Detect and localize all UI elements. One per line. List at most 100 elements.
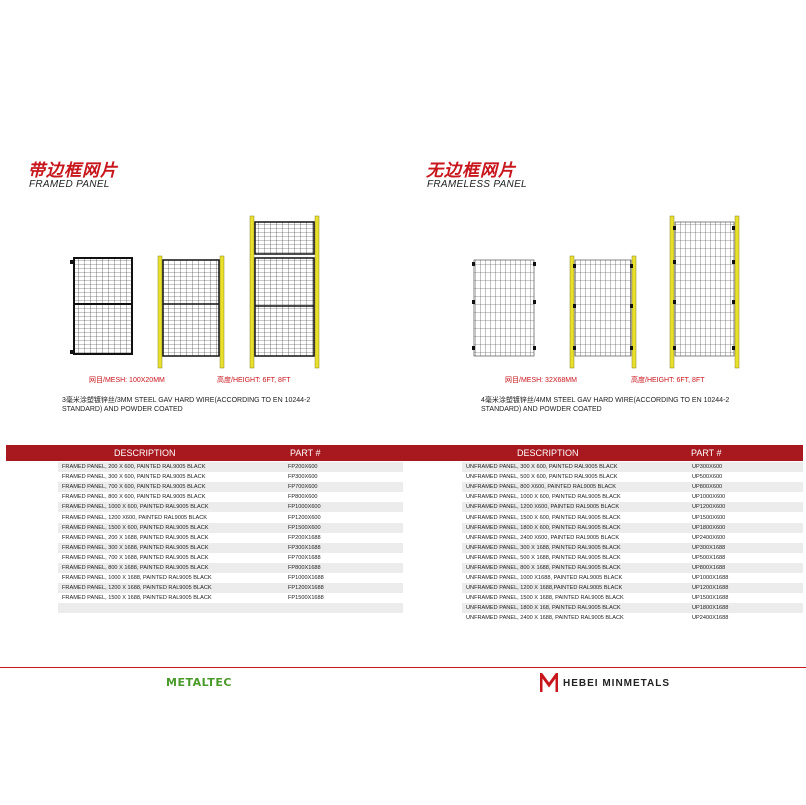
- framed-panel-image-1: [70, 257, 133, 355]
- table-row: FRAMED PANEL, 1200 X 1688, PAINTED RAL90…: [58, 583, 403, 594]
- table-row: UNFRAMED PANEL, 1200 X 1688,PAINTED RAL9…: [462, 583, 803, 594]
- row-part-number: FP1000X1688: [284, 573, 403, 584]
- table-row: FRAMED PANEL, 1200 X600, PAINTED RAL9005…: [58, 512, 403, 523]
- hebei-minmetals-logo: HEBEI MINMETALS: [540, 673, 670, 693]
- row-part-number: UP1800X600: [688, 522, 803, 533]
- row-part-number: FP300X600: [284, 472, 403, 483]
- table-row: UNFRAMED PANEL, 800 X600, PAINTED RAL900…: [462, 482, 803, 493]
- row-description: UNFRAMED PANEL, 1000 X1688, PAINTED RAL9…: [462, 573, 688, 584]
- table-row: FRAMED PANEL, 800 X 1688, PAINTED RAL900…: [58, 562, 403, 574]
- table-row: UNFRAMED PANEL, 800 X 1688, PAINTED RAL9…: [462, 562, 803, 574]
- row-description: FRAMED PANEL, 700 X 600, PAINTED RAL9005…: [58, 482, 284, 493]
- frameless-panel-image-2: [569, 255, 637, 369]
- metaltec-logo: METALTEC: [166, 676, 232, 689]
- table-row: FRAMED PANEL, 200 X 600, PAINTED RAL9005…: [58, 462, 403, 473]
- table-row: FRAMED PANEL, 200 X 1688, PAINTED RAL900…: [58, 532, 403, 543]
- row-part-number: UP1500X1688: [688, 593, 803, 604]
- row-part-number: FP800X1688: [284, 562, 403, 574]
- table-header-bar: DESCRIPTION PART # DESCRIPTION PART #: [6, 445, 803, 461]
- framed-height-spec: 高度/HEIGHT: 6FT, 8FT: [217, 377, 291, 384]
- row-part-number: UP1200X600: [688, 502, 803, 513]
- frameless-panel-title-cn: 无边框网片: [426, 161, 516, 181]
- row-description: FRAMED PANEL, 1000 X 600, PAINTED RAL900…: [58, 502, 284, 513]
- row-description: UNFRAMED PANEL, 1800 X 600, PAINTED RAL9…: [462, 522, 688, 533]
- table-row: UNFRAMED PANEL, 2400 X 1688, PAINTED RAL…: [462, 613, 803, 624]
- framed-panel-image-2: [157, 255, 225, 369]
- row-part-number: FP1500X600: [284, 522, 403, 533]
- row-description: [58, 603, 284, 614]
- panel-illustrations: [70, 215, 740, 369]
- table-row: UNFRAMED PANEL, 1200 X600, PAINTED RAL90…: [462, 502, 803, 513]
- row-description: FRAMED PANEL, 700 X 1688, PAINTED RAL900…: [58, 552, 284, 563]
- framed-panel-title-cn: 带边框网片: [28, 161, 118, 181]
- row-description: UNFRAMED PANEL, 800 X 1688, PAINTED RAL9…: [462, 562, 688, 574]
- row-description: FRAMED PANEL, 1200 X 1688, PAINTED RAL90…: [58, 583, 284, 594]
- table-row: FRAMED PANEL, 700 X 1688, PAINTED RAL900…: [58, 552, 403, 563]
- row-description: FRAMED PANEL, 200 X 600, PAINTED RAL9005…: [58, 462, 284, 473]
- left-description-header: DESCRIPTION: [114, 448, 176, 458]
- table-row: FRAMED PANEL, 1500 X 1688, PAINTED RAL90…: [58, 593, 403, 604]
- row-part-number: UP800X600: [688, 482, 803, 493]
- table-row: FRAMED PANEL, 1500 X 600, PAINTED RAL900…: [58, 522, 403, 533]
- row-part-number: FP1500X1688: [284, 593, 403, 604]
- left-part-header: PART #: [290, 448, 321, 458]
- table-row: FRAMED PANEL, 1000 X 600, PAINTED RAL900…: [58, 502, 403, 513]
- table-row: FRAMED PANEL, 700 X 600, PAINTED RAL9005…: [58, 482, 403, 493]
- table-row: [58, 613, 403, 624]
- framed-panel-title-en: FRAMED PANEL: [29, 179, 110, 190]
- unframed-panel-table: UNFRAMED PANEL, 300 X 600, PAINTED RAL90…: [462, 462, 803, 624]
- row-description: FRAMED PANEL, 800 X 600, PAINTED RAL9005…: [58, 492, 284, 503]
- table-row: FRAMED PANEL, 1000 X 1688, PAINTED RAL90…: [58, 573, 403, 584]
- table-row: UNFRAMED PANEL, 300 X 600, PAINTED RAL90…: [462, 462, 803, 473]
- row-part-number: FP1200X1688: [284, 583, 403, 594]
- table-row: UNFRAMED PANEL, 1800 X 600, PAINTED RAL9…: [462, 522, 803, 533]
- minmetals-emblem-icon: [540, 673, 558, 692]
- row-description: UNFRAMED PANEL, 500 X 1688, PAINTED RAL9…: [462, 552, 688, 563]
- row-description: FRAMED PANEL, 1500 X 600, PAINTED RAL900…: [58, 522, 284, 533]
- row-part-number: UP1800X1688: [688, 603, 803, 614]
- table-row: FRAMED PANEL, 300 X 1688, PAINTED RAL900…: [58, 542, 403, 553]
- frameless-panel-image-3: [669, 215, 740, 369]
- table-row: FRAMED PANEL, 300 X 600, PAINTED RAL9005…: [58, 472, 403, 483]
- table-row: UNFRAMED PANEL, 1000 X1688, PAINTED RAL9…: [462, 573, 803, 584]
- table-row: FRAMED PANEL, 800 X 600, PAINTED RAL9005…: [58, 492, 403, 503]
- row-part-number: UP800X1688: [688, 562, 803, 574]
- row-part-number: UP1000X600: [688, 492, 803, 503]
- row-part-number: FP1000X600: [284, 502, 403, 513]
- row-description: UNFRAMED PANEL, 300 X 1688, PAINTED RAL9…: [462, 542, 688, 553]
- row-description: FRAMED PANEL, 1200 X600, PAINTED RAL9005…: [58, 512, 284, 523]
- row-part-number: FP800X600: [284, 492, 403, 503]
- framed-wire-note: 3毫米涂塑镀锌丝/3MM STEEL GAV HARD WIRE(ACCORDI…: [62, 397, 311, 413]
- row-description: FRAMED PANEL, 300 X 600, PAINTED RAL9005…: [58, 472, 284, 483]
- table-row: UNFRAMED PANEL, 2400 X600, PAINTED RAL90…: [462, 532, 803, 543]
- row-part-number: UP300X1688: [688, 542, 803, 553]
- row-part-number: UP2400X1688: [688, 613, 803, 624]
- frameless-wire-note: 4毫米涂塑镀锌丝/4MM STEEL GAV HARD WIRE(ACCORDI…: [481, 397, 730, 413]
- table-row: UNFRAMED PANEL, 500 X 600, PAINTED RAL90…: [462, 472, 803, 483]
- right-part-header: PART #: [691, 448, 722, 458]
- row-description: UNFRAMED PANEL, 800 X600, PAINTED RAL900…: [462, 482, 688, 493]
- table-row: [58, 603, 403, 614]
- table-row: UNFRAMED PANEL, 1800 X 168, PAINTED RAL9…: [462, 603, 803, 614]
- row-part-number: UP500X600: [688, 472, 803, 483]
- right-description-header: DESCRIPTION: [517, 448, 579, 458]
- row-description: UNFRAMED PANEL, 1500 X 600, PAINTED RAL9…: [462, 512, 688, 523]
- table-row: UNFRAMED PANEL, 1500 X 600, PAINTED RAL9…: [462, 512, 803, 523]
- frameless-mesh-spec: 网目/MESH: 32X68MM: [505, 377, 577, 384]
- row-description: UNFRAMED PANEL, 500 X 600, PAINTED RAL90…: [462, 472, 688, 483]
- framed-mesh-spec: 网目/MESH: 100X20MM: [89, 377, 165, 384]
- row-part-number: FP200X1688: [284, 532, 403, 543]
- row-description: UNFRAMED PANEL, 300 X 600, PAINTED RAL90…: [462, 462, 688, 473]
- row-description: FRAMED PANEL, 1000 X 1688, PAINTED RAL90…: [58, 573, 284, 584]
- metaltec-logo-text: METALTEC: [166, 676, 232, 689]
- row-description: UNFRAMED PANEL, 1000 X 600, PAINTED RAL9…: [462, 492, 688, 503]
- row-part-number: UP1200X1688: [688, 583, 803, 594]
- row-description: FRAMED PANEL, 300 X 1688, PAINTED RAL900…: [58, 542, 284, 553]
- frameless-panel-title-en: FRAMELESS PANEL: [427, 179, 527, 190]
- row-part-number: UP2400X600: [688, 532, 803, 543]
- row-part-number: FP700X1688: [284, 552, 403, 563]
- table-row: UNFRAMED PANEL, 1000 X 600, PAINTED RAL9…: [462, 492, 803, 503]
- row-part-number: UP1500X600: [688, 512, 803, 523]
- table-row: UNFRAMED PANEL, 1500 X 1688, PAINTED RAL…: [462, 593, 803, 604]
- frameless-panel-image-1: [472, 259, 536, 357]
